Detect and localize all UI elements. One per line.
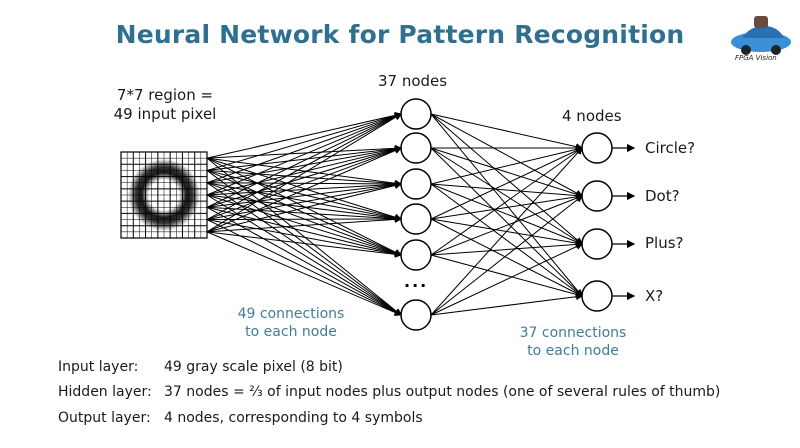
output-connections-note: 37 connections to each node — [508, 324, 638, 360]
input-connection — [206, 169, 402, 221]
input-connection — [206, 180, 402, 188]
output-connections-line1: 37 connections — [519, 325, 627, 341]
input-connection — [206, 157, 402, 187]
hidden-connection — [430, 193, 583, 220]
input-connection — [206, 231, 402, 316]
hidden-node — [400, 132, 432, 164]
output-arrows — [612, 143, 636, 301]
input-hidden-connections — [206, 111, 402, 316]
hidden-connection — [430, 113, 583, 297]
input-connection — [206, 145, 402, 184]
input-connection — [206, 170, 402, 316]
legend-value: 4 nodes, corresponding to 4 symbols — [164, 410, 423, 426]
hidden-connection — [430, 194, 583, 256]
hidden-node — [400, 239, 432, 271]
legend-value: 37 nodes = ⅔ of input nodes plus output … — [164, 384, 721, 400]
input-connection — [206, 111, 402, 159]
input-connection — [206, 231, 402, 258]
hidden-connection — [430, 183, 583, 246]
legend-input: Input layer: 49 gray scale pixel (8 bit) — [58, 359, 343, 375]
page-title: Neural Network for Pattern Recognition — [115, 20, 685, 49]
input-label-line2: 49 input pixel — [113, 105, 217, 123]
input-pixel-grid — [120, 151, 208, 239]
input-connection — [206, 157, 402, 256]
input-label-line1: 7*7 region = — [116, 86, 214, 104]
legend-value: 49 gray scale pixel (8 bit) — [164, 359, 343, 375]
output-label-x: X? — [645, 287, 664, 305]
hidden-connection — [430, 113, 583, 151]
hidden-layer — [400, 98, 432, 331]
hidden-connection — [430, 243, 583, 316]
input-connections-line2: to each node — [245, 324, 337, 340]
hidden-layer-label: 37 nodes — [378, 72, 448, 90]
hidden-node — [400, 168, 432, 200]
input-connection — [206, 180, 402, 196]
input-connection — [206, 157, 402, 221]
legend-key: Input layer: — [58, 359, 139, 375]
output-connections-line2: to each node — [527, 343, 619, 359]
hidden-connection — [430, 218, 583, 297]
input-connection — [206, 113, 402, 233]
output-label-dot: Dot? — [645, 187, 680, 205]
output-layer — [581, 132, 613, 312]
output-node — [581, 280, 613, 312]
input-connection — [206, 181, 402, 221]
input-connection — [206, 112, 402, 184]
hidden-connection — [430, 254, 583, 298]
hidden-connection — [430, 240, 583, 256]
input-connections-line1: 49 connections — [237, 306, 345, 322]
hidden-connection — [430, 147, 583, 220]
legend-output: Output layer: 4 nodes, corresponding to 4… — [58, 410, 423, 426]
hidden-connection — [430, 113, 583, 245]
input-connection — [206, 182, 402, 233]
hidden-connection — [430, 113, 583, 197]
hidden-connection — [430, 183, 583, 297]
hidden-connection — [430, 145, 583, 185]
hidden-connection — [430, 147, 583, 316]
hidden-node — [400, 299, 432, 331]
input-connection — [206, 113, 402, 221]
input-connection — [206, 112, 402, 171]
input-connection — [206, 182, 402, 316]
output-node — [581, 228, 613, 260]
hidden-connection — [430, 293, 583, 316]
input-connection — [206, 113, 402, 196]
hidden-connection — [430, 147, 583, 256]
input-connection — [206, 182, 402, 222]
hidden-connection — [430, 147, 583, 198]
output-node — [581, 132, 613, 164]
hidden-node — [400, 203, 432, 235]
hidden-node — [400, 98, 432, 130]
hidden-connection — [430, 195, 583, 316]
input-connection — [206, 194, 402, 316]
hidden-connection — [430, 183, 583, 200]
output-label-plus: Plus? — [645, 234, 684, 252]
hidden-output-connections — [430, 113, 583, 316]
input-connection — [206, 145, 402, 171]
hidden-connection — [430, 147, 583, 245]
output-label-circle: Circle? — [645, 139, 696, 157]
logo-car-icon — [731, 16, 791, 55]
logo-text: FPGA Vision — [735, 54, 777, 62]
input-region-label: 7*7 region = 49 input pixel — [110, 86, 220, 124]
legend-key: Output layer: — [58, 410, 151, 426]
hidden-connection — [430, 147, 583, 297]
legend-key: Hidden layer: — [58, 384, 152, 400]
output-layer-label: 4 nodes — [562, 107, 622, 125]
legend-hidden: Hidden layer: 37 nodes = ⅔ of input nodes… — [58, 384, 720, 400]
output-node — [581, 180, 613, 212]
input-connection — [206, 219, 402, 316]
input-connection — [206, 206, 402, 257]
input-connection — [206, 157, 402, 316]
input-connection — [206, 206, 402, 316]
input-connection — [206, 169, 402, 188]
input-connection — [206, 144, 402, 159]
ellipsis: ... — [404, 272, 429, 291]
input-connection — [206, 113, 402, 208]
input-connections-note: 49 connections to each node — [226, 305, 356, 341]
input-connection — [206, 181, 402, 208]
